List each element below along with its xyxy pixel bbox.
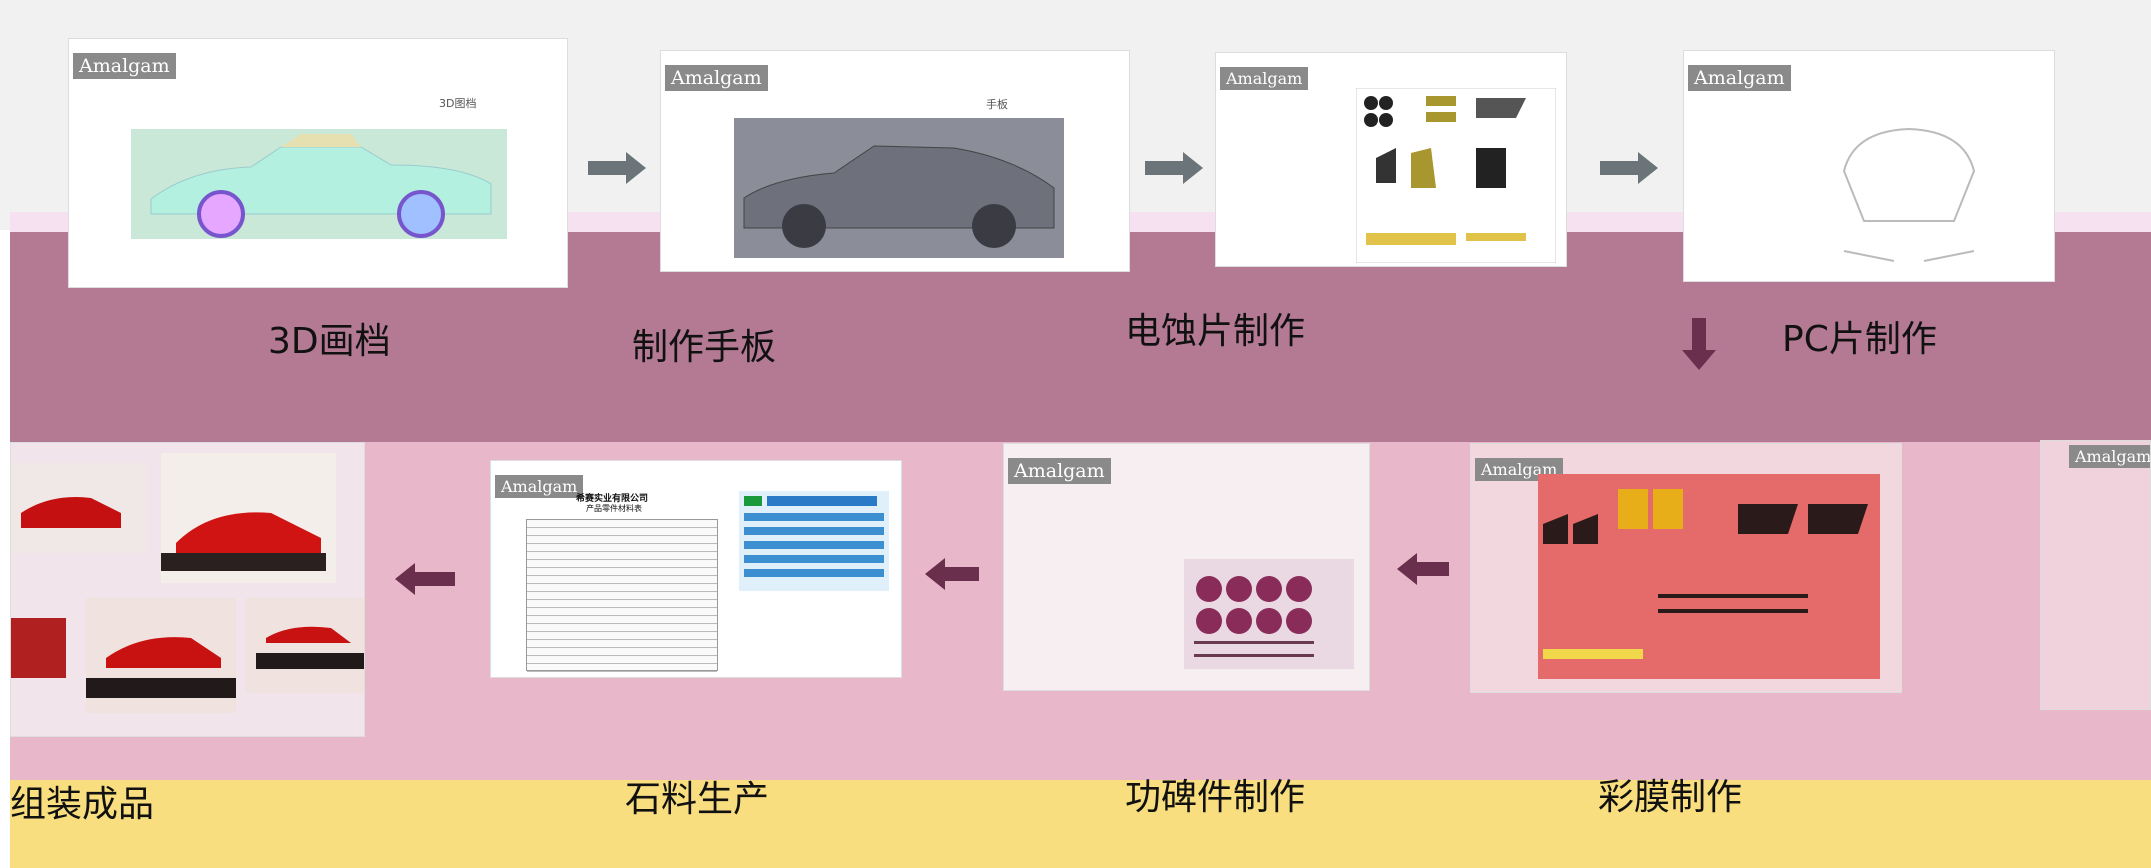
table-row	[527, 528, 717, 536]
wheel-parts-icon	[1184, 559, 1354, 669]
caption-wheels: 功碑件制作	[1125, 777, 1306, 818]
card-prototype: Amalgam 手板	[660, 50, 1130, 272]
parts-strip-icon	[739, 491, 889, 591]
color-decal-sheet-icon	[1538, 474, 1880, 679]
amalgam-logo: Amalgam	[2069, 445, 2150, 468]
table-row	[527, 616, 717, 624]
arrow-right-icon	[1145, 152, 1203, 184]
card-wheels: Amalgam	[1003, 443, 1370, 691]
table-row	[527, 592, 717, 600]
card-note: 3D图档	[439, 97, 477, 110]
caption-etched-sheet: 电蚀片制作	[1125, 311, 1306, 352]
etched-sheet-icon	[1356, 88, 1556, 263]
caption-assembled: 组装成品	[10, 784, 155, 825]
arrow-left-icon	[925, 558, 979, 590]
table-row	[527, 544, 717, 552]
card-partial-right: Amalgam	[2040, 440, 2151, 710]
amalgam-logo: Amalgam	[1008, 458, 1111, 484]
card-note: 手板	[986, 98, 1008, 111]
card-pc-sheet: Amalgam	[1683, 50, 2055, 282]
caption-material: 石料生产	[625, 779, 770, 820]
caption-decal: 彩膜制作	[1598, 777, 1743, 818]
table-row	[527, 536, 717, 544]
amalgam-logo: Amalgam	[1220, 67, 1309, 90]
grey-prototype-car-icon	[734, 118, 1064, 258]
yellow-band	[10, 780, 2151, 868]
amalgam-logo: Amalgam	[73, 53, 176, 79]
amalgam-logo: Amalgam	[665, 65, 768, 91]
caption-pc-sheet: PC片制作	[1782, 319, 1937, 360]
caption-3d-drawing: 3D画档	[268, 321, 391, 362]
3d-car-render-icon	[131, 129, 507, 239]
card-3d-drawing: Amalgam 3D图档	[68, 38, 568, 288]
card-etched-sheet: Amalgam	[1215, 52, 1567, 267]
bom-table	[526, 519, 718, 672]
card-assembled	[10, 442, 365, 737]
table-row	[527, 608, 717, 616]
amalgam-logo: Amalgam	[495, 475, 584, 498]
arrow-left-icon	[1397, 553, 1449, 585]
arrow-left-icon	[395, 563, 455, 595]
table-row	[527, 600, 717, 608]
card-decal: Amalgam	[1470, 443, 1902, 693]
table-row	[527, 632, 717, 640]
assembled-red-cars-icon	[11, 453, 364, 713]
table-row	[527, 640, 717, 648]
arrow-down-icon	[1682, 318, 1716, 370]
table-row	[527, 576, 717, 584]
table-row	[527, 648, 717, 656]
table-row	[527, 560, 717, 568]
bom-title: 希赛实业有限公司	[576, 494, 649, 504]
pc-window-outline-icon	[1842, 127, 1976, 262]
arrow-right-icon	[588, 152, 646, 184]
caption-prototype: 制作手板	[632, 327, 777, 368]
table-row	[527, 520, 717, 528]
card-bom: Amalgam 希赛实业有限公司 产品零件材料表	[490, 460, 902, 678]
table-row	[527, 584, 717, 592]
amalgam-logo: Amalgam	[1688, 65, 1791, 91]
table-row	[527, 656, 717, 664]
table-row	[527, 664, 717, 672]
table-row	[527, 568, 717, 576]
table-row	[527, 672, 717, 677]
table-row	[527, 552, 717, 560]
table-row	[527, 624, 717, 632]
bom-subtitle: 产品零件材料表	[586, 504, 642, 513]
arrow-right-icon	[1600, 152, 1658, 184]
